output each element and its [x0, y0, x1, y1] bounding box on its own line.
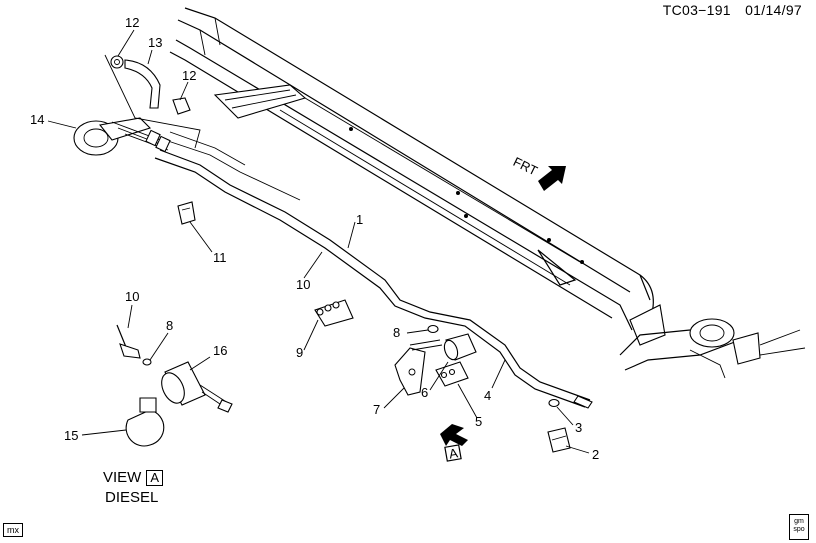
callout-12b: 12: [182, 68, 196, 83]
corner-tag: mx: [3, 523, 23, 537]
logo-text-bottom: spo: [793, 526, 805, 533]
callout-8b: 8: [393, 325, 400, 340]
front-direction-arrow: FRT: [511, 154, 566, 191]
logo-text-top: gm: [794, 518, 804, 525]
drawing-header: TC03−191 01/14/97: [653, 2, 802, 18]
part-8-washer: [427, 324, 439, 334]
view-a-detail: [116, 324, 233, 447]
callout-5: 5: [475, 414, 482, 429]
callout-12a: 12: [125, 15, 139, 30]
callout-8a: 8: [166, 318, 173, 333]
view-a-marker: A: [448, 445, 459, 461]
callout-13: 13: [148, 35, 162, 50]
part-9-bracket: [314, 299, 354, 327]
view-label: VIEW: [103, 469, 142, 486]
callout-1: 1: [356, 212, 363, 227]
callout-4: 4: [484, 388, 491, 403]
fuel-lines: [154, 131, 591, 408]
part-2-clip: [547, 427, 571, 453]
front-label: FRT: [511, 154, 540, 178]
callout-15: 15: [64, 428, 78, 443]
engine-label: DIESEL: [105, 489, 159, 506]
view-marker-box: A: [146, 470, 164, 486]
callout-9: 9: [296, 345, 303, 360]
callout-16: 16: [213, 343, 227, 358]
callout-10b: 10: [125, 289, 139, 304]
part-11-clip: [177, 201, 196, 225]
part-6-filter: [443, 333, 477, 361]
drawing-date: 01/14/97: [745, 2, 802, 18]
rear-axle-assembly: [619, 304, 806, 379]
callout-11: 11: [213, 250, 227, 265]
part-7-bracket: [394, 339, 443, 396]
drawing-id: TC03−191: [662, 2, 731, 18]
view-a-arrow: A: [440, 424, 468, 462]
callout-7: 7: [373, 402, 380, 417]
part-14-sender: [73, 117, 171, 156]
part-3-washer: [548, 395, 593, 409]
frame-rail: [169, 7, 654, 331]
callout-3: 3: [575, 420, 582, 435]
callout-numbers: 12 13 12 14 11 1 10 10 8 16 15 9 8 7 6 5…: [30, 15, 599, 462]
callout-2: 2: [592, 447, 599, 462]
part-12-13-hose: [104, 54, 201, 149]
callout-10a: 10: [296, 277, 310, 292]
callout-14: 14: [30, 112, 44, 127]
gm-spo-logo: gm spo: [789, 514, 809, 540]
callout-6: 6: [421, 385, 428, 400]
callout-leaders: [47, 29, 590, 454]
